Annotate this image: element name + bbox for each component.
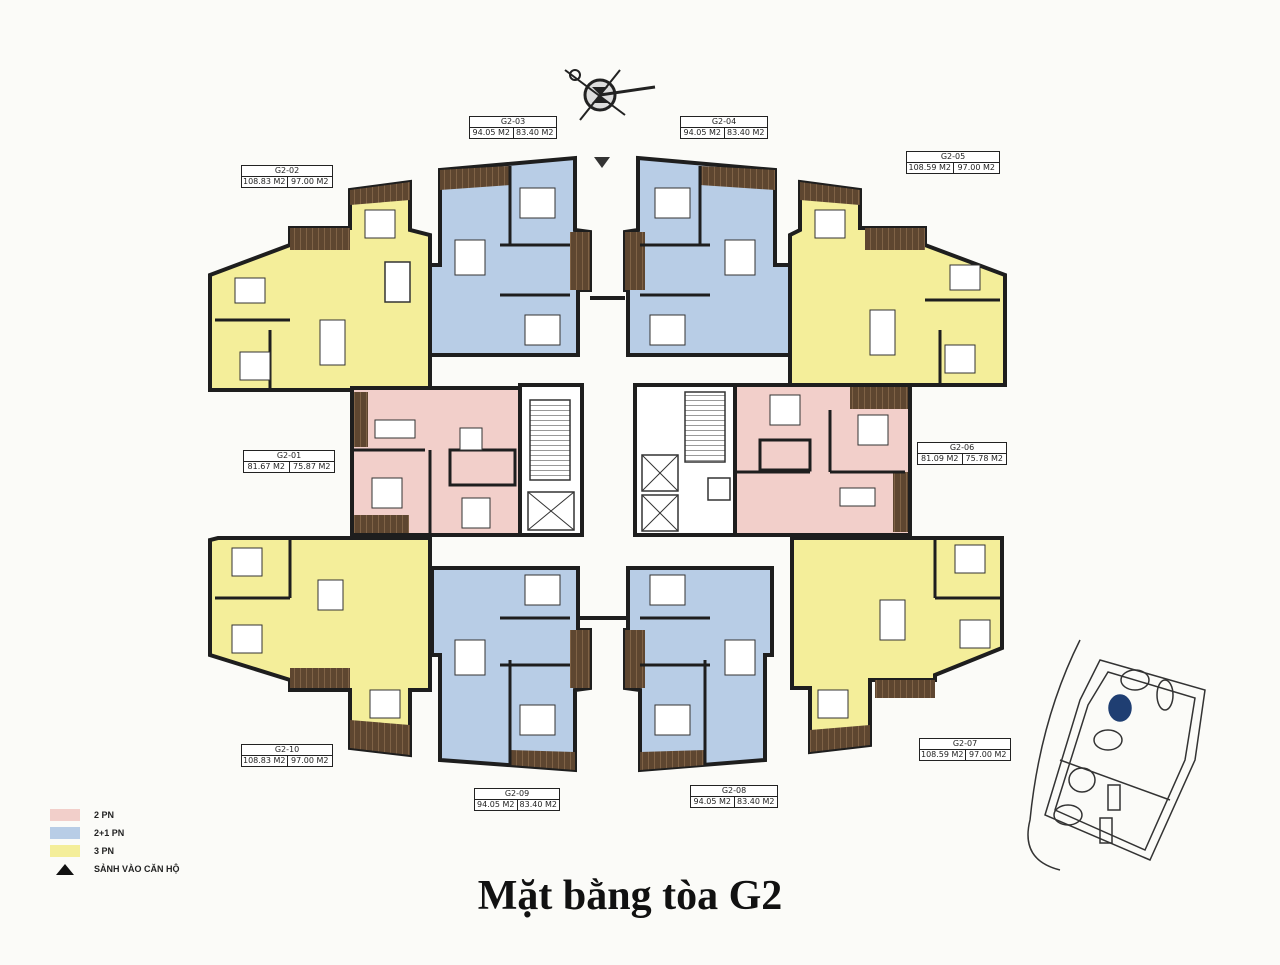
area-gross: 108.59 M2 xyxy=(920,750,966,760)
area-net: 97.00 M2 xyxy=(291,177,329,186)
area-net: 97.00 M2 xyxy=(957,163,995,172)
building-core xyxy=(518,296,737,620)
area-net: 97.00 M2 xyxy=(969,750,1007,759)
site-highlight-g2 xyxy=(1108,694,1132,722)
legend-swatch-yellow xyxy=(50,845,80,857)
legend-item-2plus1pn: 2+1 PN xyxy=(50,824,180,842)
unit-g2-05[interactable] xyxy=(788,179,1007,387)
area-net: 83.40 M2 xyxy=(727,128,765,137)
area-gross: 94.05 M2 xyxy=(681,128,725,138)
compass-rose-icon xyxy=(564,69,656,121)
entrance-triangle-icon xyxy=(594,157,610,168)
area-net: 97.00 M2 xyxy=(291,756,329,765)
unit-g2-03[interactable] xyxy=(428,155,592,357)
unit-g2-01[interactable] xyxy=(350,386,522,537)
unit-g2-09[interactable] xyxy=(430,566,592,773)
legend-label: SẢNH VÀO CĂN HỘ xyxy=(94,864,180,874)
unit-code: G2-08 xyxy=(691,786,777,797)
legend-swatch-blue xyxy=(50,827,80,839)
legend-label: 2+1 PN xyxy=(94,828,125,838)
area-gross: 94.05 M2 xyxy=(475,800,518,810)
area-net: 83.40 M2 xyxy=(516,128,554,137)
legend-item-entrance: SẢNH VÀO CĂN HỘ xyxy=(50,860,180,878)
unit-code: G2-10 xyxy=(242,745,332,756)
site-key-plan xyxy=(1027,639,1206,871)
legend: 2 PN 2+1 PN 3 PN SẢNH VÀO CĂN HỘ xyxy=(50,806,180,878)
unit-code: G2-07 xyxy=(920,739,1010,750)
unit-g2-08[interactable] xyxy=(623,566,774,773)
unit-code: G2-04 xyxy=(681,117,767,128)
area-net: 75.78 M2 xyxy=(965,454,1003,463)
area-net: 75.87 M2 xyxy=(293,462,331,471)
page-title: Mặt bằng tòa G2 xyxy=(477,873,783,919)
area-gross: 81.67 M2 xyxy=(244,462,290,472)
legend-item-3pn: 3 PN xyxy=(50,842,180,860)
area-gross: 108.83 M2 xyxy=(242,756,288,766)
legend-label: 3 PN xyxy=(94,846,115,856)
area-net: 83.40 M2 xyxy=(519,800,557,809)
area-net: 83.40 M2 xyxy=(737,797,775,806)
area-gross: 94.05 M2 xyxy=(470,128,514,138)
unit-g2-04[interactable] xyxy=(623,155,792,357)
area-gross: 108.59 M2 xyxy=(907,163,954,173)
unit-g2-07[interactable] xyxy=(790,536,1004,755)
unit-g2-10[interactable] xyxy=(208,536,432,758)
area-gross: 81.09 M2 xyxy=(918,454,963,464)
legend-swatch-pink xyxy=(50,809,80,821)
unit-code: G2-09 xyxy=(475,789,559,800)
entrance-triangle-icon xyxy=(56,863,74,875)
legend-item-2pn: 2 PN xyxy=(50,806,180,824)
legend-label: 2 PN xyxy=(94,810,115,820)
unit-code: G2-03 xyxy=(470,117,556,128)
unit-code: G2-02 xyxy=(242,166,332,177)
area-gross: 108.83 M2 xyxy=(242,177,288,187)
unit-code: G2-01 xyxy=(244,451,334,462)
unit-code: G2-05 xyxy=(907,152,999,163)
unit-g2-06[interactable] xyxy=(733,383,912,537)
unit-g2-02[interactable] xyxy=(208,179,432,392)
area-gross: 94.05 M2 xyxy=(691,797,735,807)
unit-code: G2-06 xyxy=(918,443,1006,454)
